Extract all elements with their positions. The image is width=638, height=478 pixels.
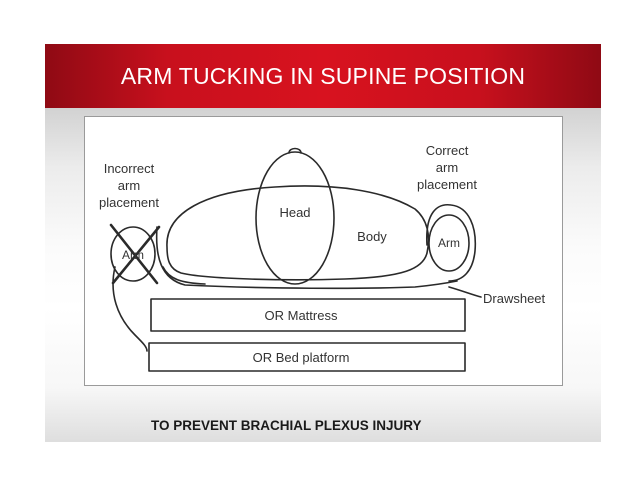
incorrect-arm-drape: [112, 266, 148, 352]
correct-arm-shape: [428, 214, 470, 272]
incorrect-label-3: placement: [99, 195, 159, 210]
correct-label-3: placement: [417, 177, 477, 192]
incorrect-arm-shape: [110, 226, 156, 282]
drawsheet-label: Drawsheet: [483, 291, 546, 306]
body-outline: [166, 185, 430, 281]
incorrect-label-1: Incorrect: [104, 161, 155, 176]
incorrect-arm-label: Arm: [122, 248, 144, 262]
or-mattress: [150, 298, 466, 332]
platform-label: OR Bed platform: [253, 350, 350, 365]
mattress-label: OR Mattress: [265, 308, 338, 323]
correct-label-1: Correct: [426, 143, 469, 158]
incorrect-label-2: arm: [118, 178, 140, 193]
correct-arm-wrap: [426, 204, 477, 282]
incorrect-x-mark: [109, 223, 161, 285]
drawsheet-inner-line: [162, 266, 206, 285]
head-top-knob: [288, 147, 302, 154]
slide: ARM TUCKING IN SUPINE POSITION: [45, 44, 601, 442]
body-label: Body: [357, 229, 387, 244]
slide-caption: TO PREVENT BRACHIAL PLEXUS INJURY: [151, 418, 422, 433]
correct-label-2: arm: [436, 160, 458, 175]
drawsheet-leader: [448, 286, 482, 298]
head-label: Head: [279, 205, 310, 220]
slide-title: ARM TUCKING IN SUPINE POSITION: [120, 62, 526, 89]
correct-arm-label: Arm: [438, 236, 460, 250]
head-shape: [255, 151, 335, 285]
title-banner: ARM TUCKING IN SUPINE POSITION: [45, 44, 601, 108]
arm-tucking-diagram: Incorrect arm placement Correct arm plac…: [99, 143, 546, 372]
diagram-frame: Incorrect arm placement Correct arm plac…: [84, 116, 563, 386]
or-bed-platform: [148, 342, 466, 372]
